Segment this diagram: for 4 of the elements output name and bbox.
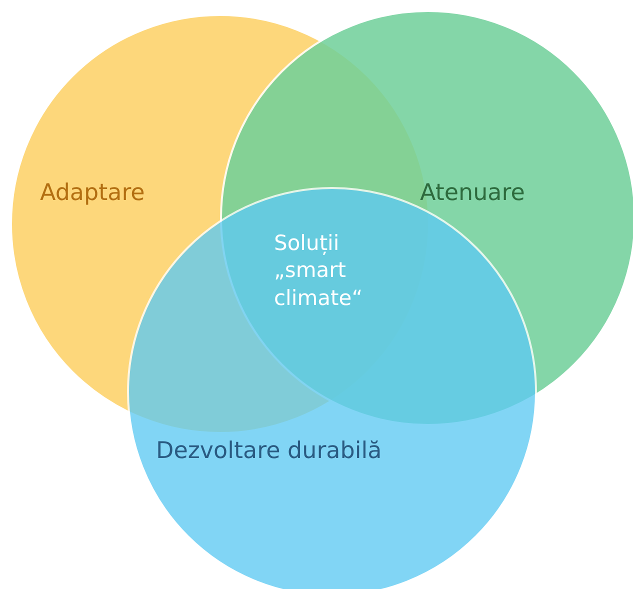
circle-label: Atenuare [420, 180, 525, 206]
overlap-label: Soluții „smart climate“ [274, 230, 364, 312]
circle-label: Adaptare [40, 180, 145, 206]
circle-label: Dezvoltare durabilă [156, 438, 382, 464]
